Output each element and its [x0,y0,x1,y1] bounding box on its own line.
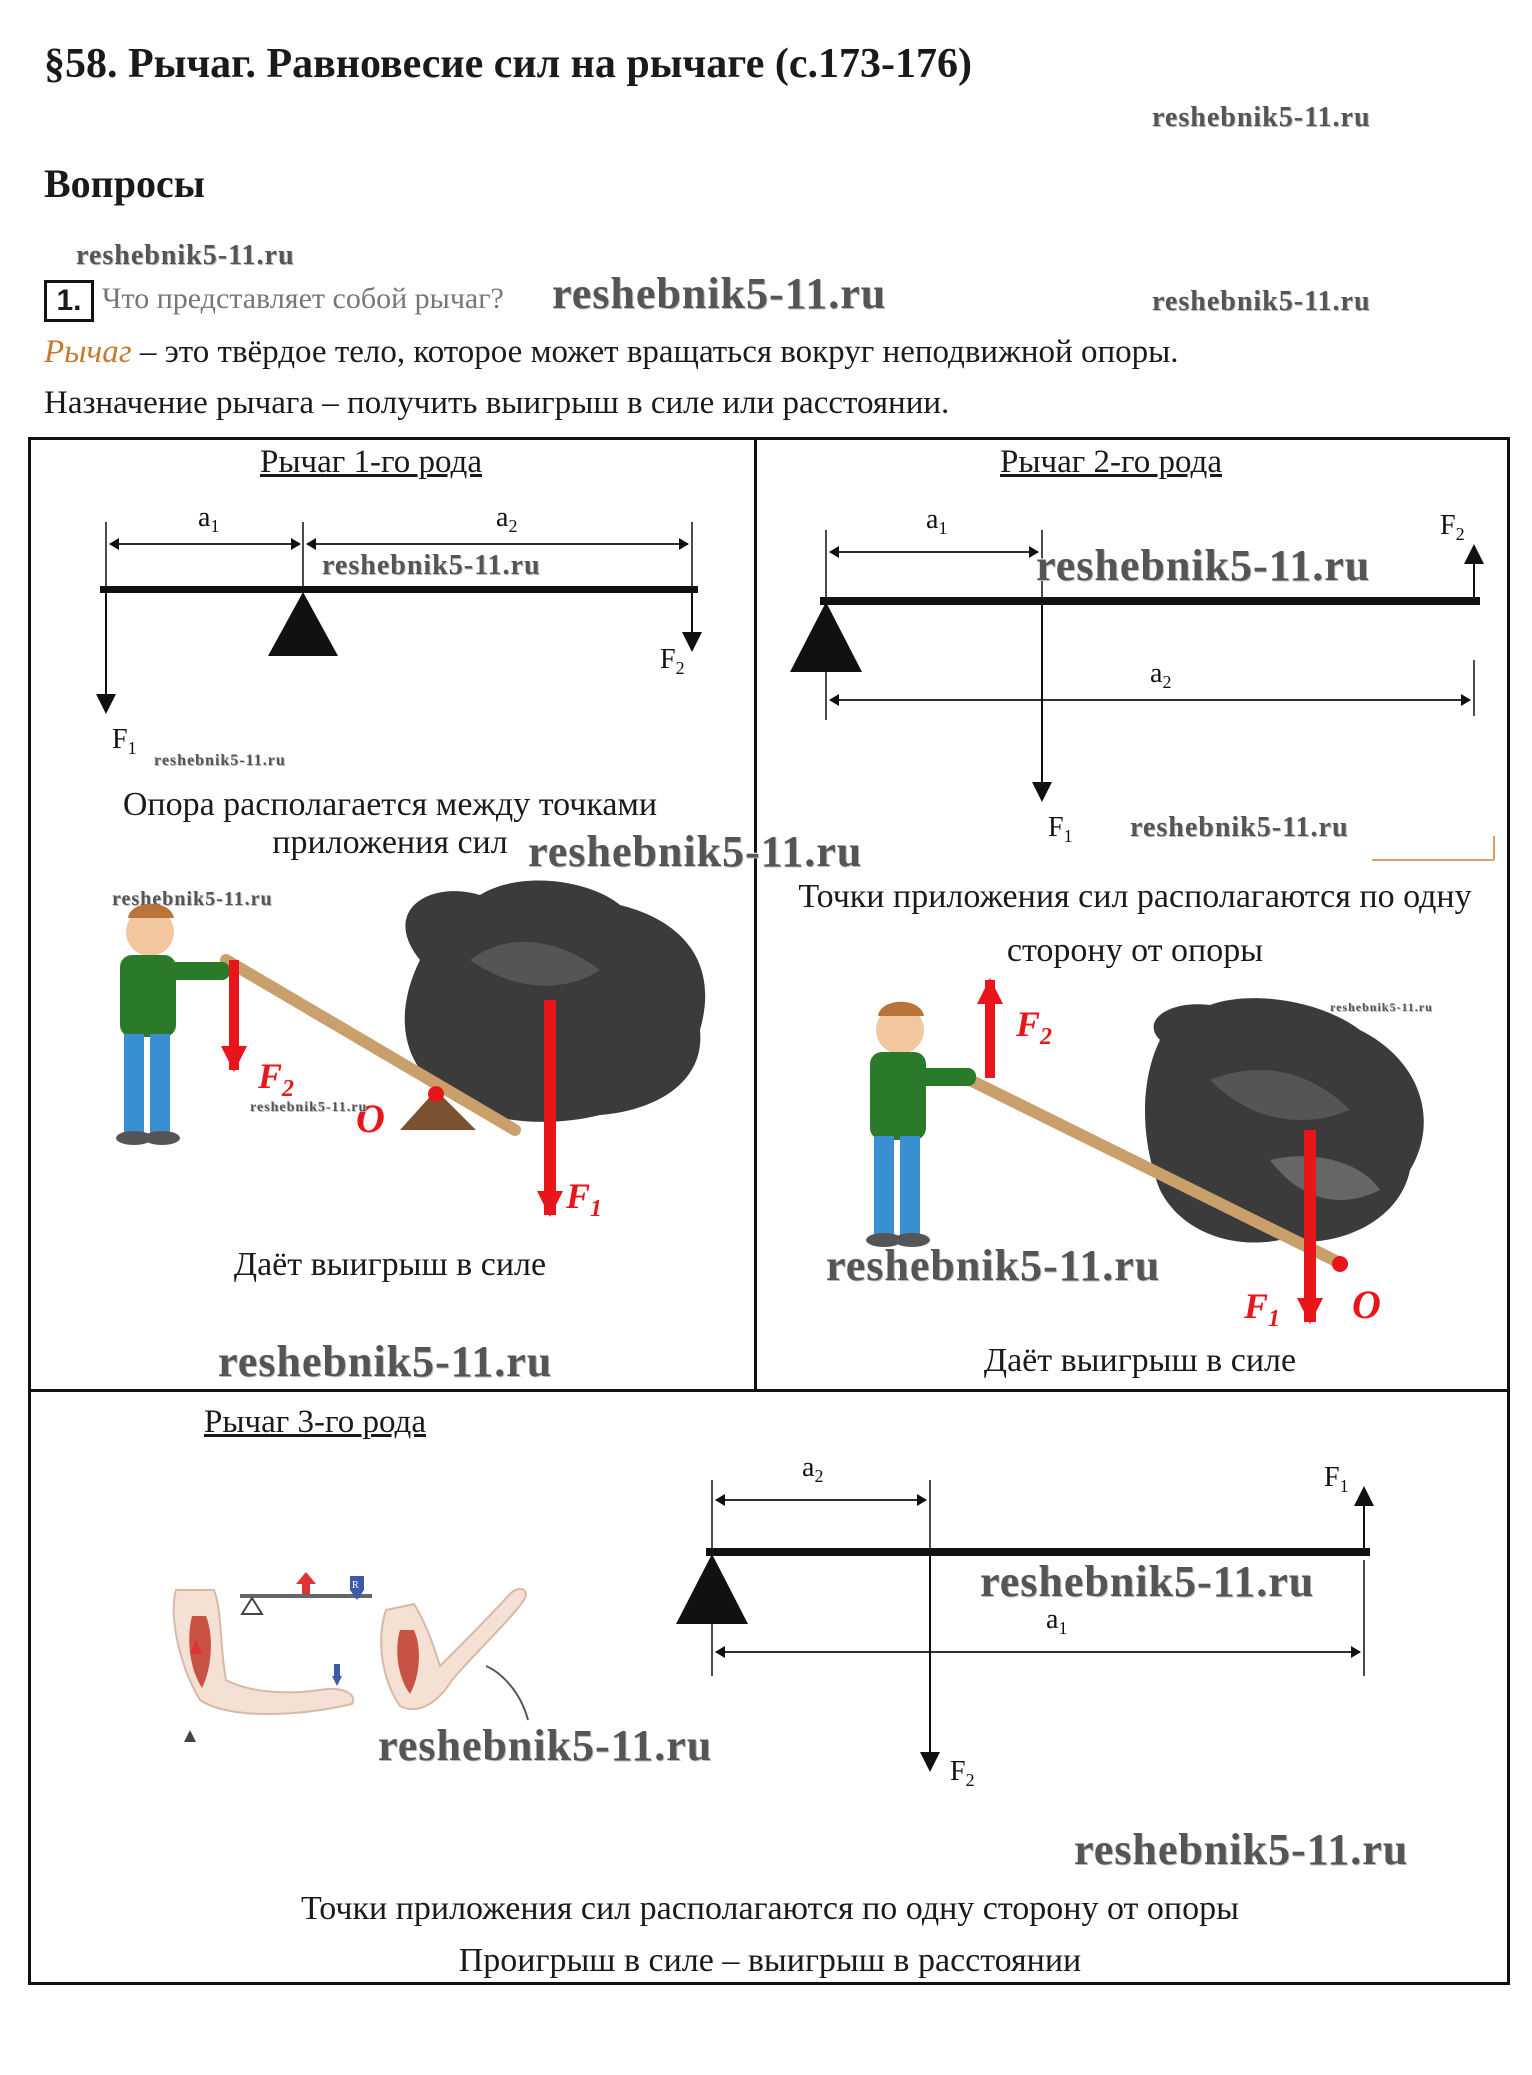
label-f1-red: F1 [565,1176,602,1222]
label-f2-red: F2 [1015,1004,1052,1050]
label-o: O [1352,1282,1381,1327]
label-f1: F1 [1048,812,1073,846]
label-a1: a1 [198,502,219,536]
fulcrum [676,1554,748,1624]
label-f2: F2 [950,1756,975,1790]
watermark: reshebnik5-11.ru [826,1241,1161,1290]
second-kind-diagram: a1 a2 F1 F2 [790,504,1495,861]
fulcrum-wood [400,1090,476,1130]
definition-text: – это твёрдое тело, которое может вращат… [131,334,1179,370]
watermark: reshebnik5-11.ru [76,240,295,271]
man-pants-left [874,1136,894,1236]
fulcrum [790,602,862,672]
lever-bar [100,586,698,593]
levers-table [28,437,1510,1985]
page-title: §58. Рычаг. Равновесие сил на рычаге (с.… [44,41,972,87]
label-f1: F1 [112,724,137,758]
label-f1-red: F1 [1243,1286,1280,1332]
watermark: reshebnik5-11.ru [1152,102,1371,133]
third-kind-benefit: Проигрыш в силе – выигрыш в расстоянии [458,1942,1082,1979]
label-f1: F1 [1324,1462,1349,1496]
watermark: reshebnik5-11.ru [1130,812,1349,843]
definition-term: Рычаг [44,334,132,370]
first-kind-illustration: F2 O F1 [116,880,706,1222]
man-head [876,1006,924,1054]
label-o: O [356,1096,385,1141]
label-a1: a1 [1046,1604,1067,1638]
man-pants-right [150,1034,170,1134]
svg-text:R: R [352,1580,359,1591]
label-a2: a2 [1150,658,1171,692]
watermark: reshebnik5-11.ru [154,752,286,769]
third-kind-caption: Точки приложения сил располагаются по од… [301,1890,1239,1927]
second-kind-illustration: F2 F1 O [866,978,1424,1332]
watermark: reshebnik5-11.ru [552,269,887,318]
purpose-text: Назначение рычага – получить выигрыш в с… [44,385,950,421]
man-pants-left [124,1034,144,1134]
first-kind-diagram: a1 a2 F1 F2 [96,502,702,758]
third-kind-diagram: a2 a1 F1 F2 [676,1452,1374,1790]
section-heading: Вопросы [44,161,205,206]
watermark: reshebnik5-11.ru [322,550,541,581]
man-head [126,908,174,956]
question-text: Что представляет собой рычаг? [102,282,504,315]
table-column-divider [754,437,757,1391]
label-f2: F2 [660,644,685,678]
lever-bar [706,1548,1370,1556]
first-kind-caption: Опора располагается между точками прилож… [122,786,658,861]
plank [964,1074,1348,1270]
definition: Рычаг – это твёрдое тело, которое может … [44,334,1179,371]
first-kind-benefit: Даёт выигрыш в силе [233,1246,547,1283]
watermark: reshebnik5-11.ru [378,1721,713,1770]
watermark: reshebnik5-11.ru [218,1337,553,1386]
lever-bar [820,597,1480,605]
watermark: reshebnik5-11.ru [1074,1825,1409,1874]
label-a2: a2 [802,1452,823,1486]
force-up-icon [296,1572,316,1594]
watermark: reshebnik5-11.ru [980,1557,1315,1606]
watermark: reshebnik5-11.ru [1152,286,1371,317]
question-number: 1. [44,280,94,322]
plank [220,954,521,1136]
fulcrum [268,592,338,656]
watermark: reshebnik5-11.ru [1036,541,1371,590]
first-kind-heading: Рычаг 1-го рода [260,444,482,480]
third-kind-heading: Рычаг 3-го рода [204,1404,426,1440]
man-pants-right [900,1136,920,1236]
watermark: reshebnik5-11.ru [528,827,863,876]
label-f2: F2 [1440,510,1465,544]
third-kind-arm-illustration: R [172,1572,529,1742]
watermark: reshebnik5-11.ru [1330,1000,1433,1014]
table-row-divider [28,1389,1510,1392]
label-a2: a2 [496,502,517,536]
second-kind-caption: Точки приложения сил располагаются по од… [798,878,1472,969]
second-kind-heading: Рычаг 2-го рода [1000,444,1222,480]
label-f2-red: F2 [257,1056,294,1102]
label-a1: a1 [926,504,947,538]
second-kind-benefit: Даёт выигрыш в силе [983,1342,1297,1379]
watermark: reshebnik5-11.ru [250,1100,368,1115]
